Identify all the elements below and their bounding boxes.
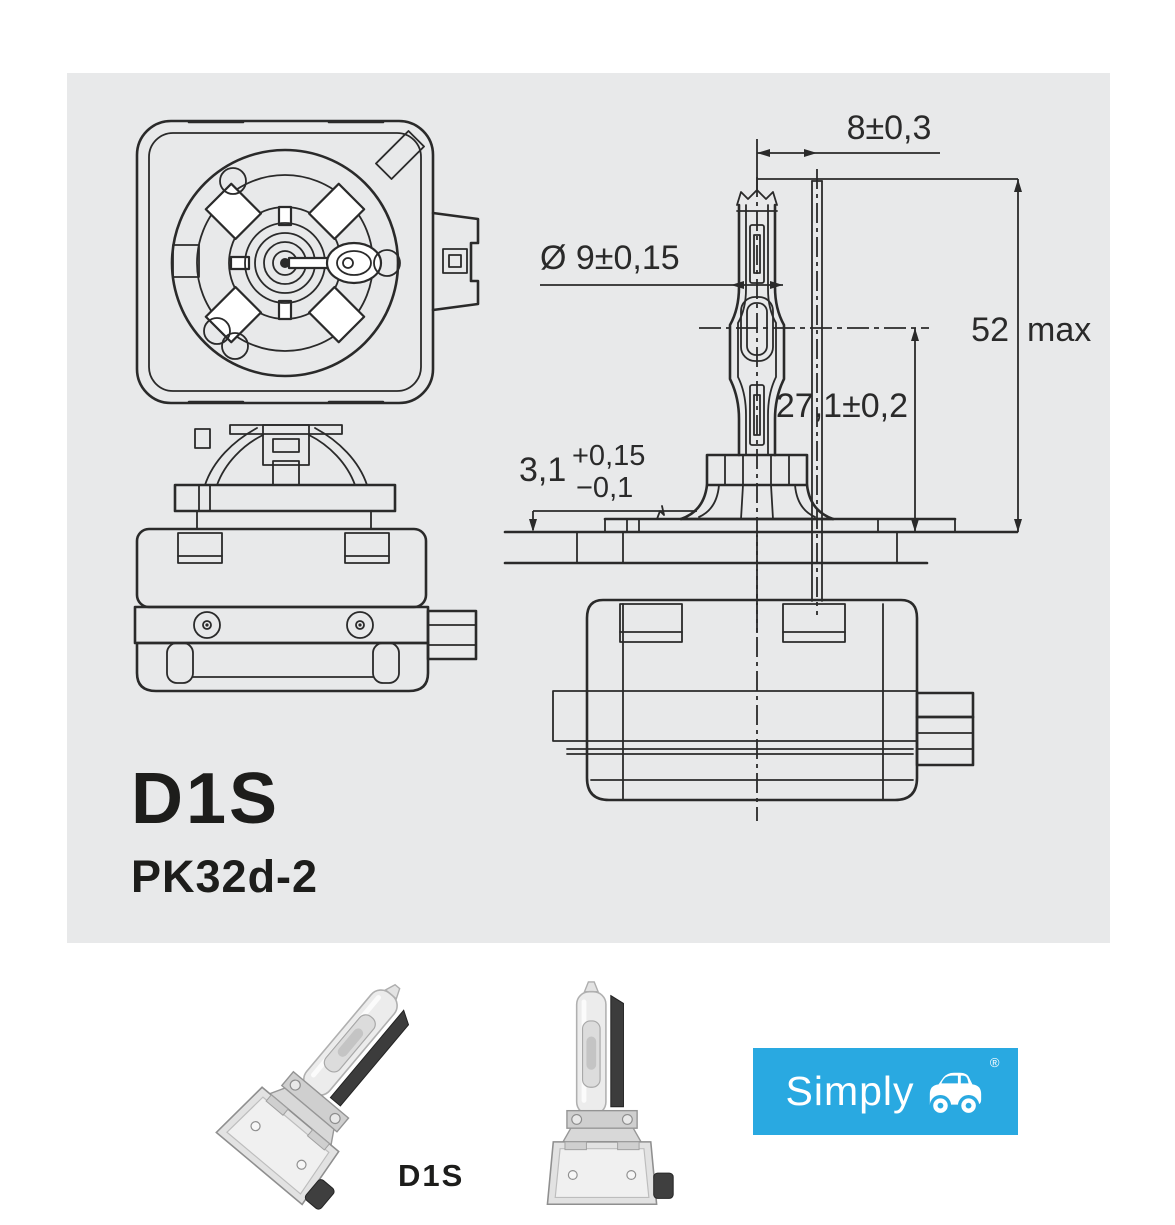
simply-logo-inner: Simply ® [785, 1055, 1000, 1119]
dim-arc-height-value: 27,1±0,2 [776, 387, 908, 425]
technical-drawing: 8±0,3 52 max Ø 9±0,15 27,1±0,2 [133, 109, 1091, 821]
dim-ref-plus: +0,15 [572, 440, 645, 472]
registered-mark: ® [989, 1054, 1000, 1070]
base-code-label: PK32d-2 [131, 851, 319, 902]
spec-panel: 8±0,3 52 max Ø 9±0,15 27,1±0,2 [67, 73, 1110, 943]
product-photo-right [520, 980, 686, 1214]
car-icon [929, 1072, 981, 1116]
dim-offset-top: 8±0,3 [847, 109, 932, 147]
base-side-view [133, 424, 478, 693]
bulb-side-view-dimensioned [503, 169, 1019, 821]
photo-caption: D1S [398, 1158, 465, 1193]
front-view-connector-face [135, 119, 480, 405]
dim-diameter: Ø 9±0,15 [540, 239, 680, 277]
dim-height-value: 52 [971, 311, 1009, 349]
dim-ref-minus: −0,1 [576, 472, 633, 504]
dim-height-unit: max [1027, 311, 1091, 349]
bulb-type-title: D1S [131, 759, 281, 839]
bulb-photo-upright [546, 981, 674, 1206]
dimension-annotations: 8±0,3 52 max Ø 9±0,15 27,1±0,2 [519, 109, 1091, 532]
simply-logo: Simply ® [753, 1048, 1018, 1135]
dim-ref-value: 3,1 [519, 451, 566, 489]
type-block: D1S PK32d-2 [131, 763, 318, 903]
simply-brand-text: Simply [785, 1068, 915, 1114]
